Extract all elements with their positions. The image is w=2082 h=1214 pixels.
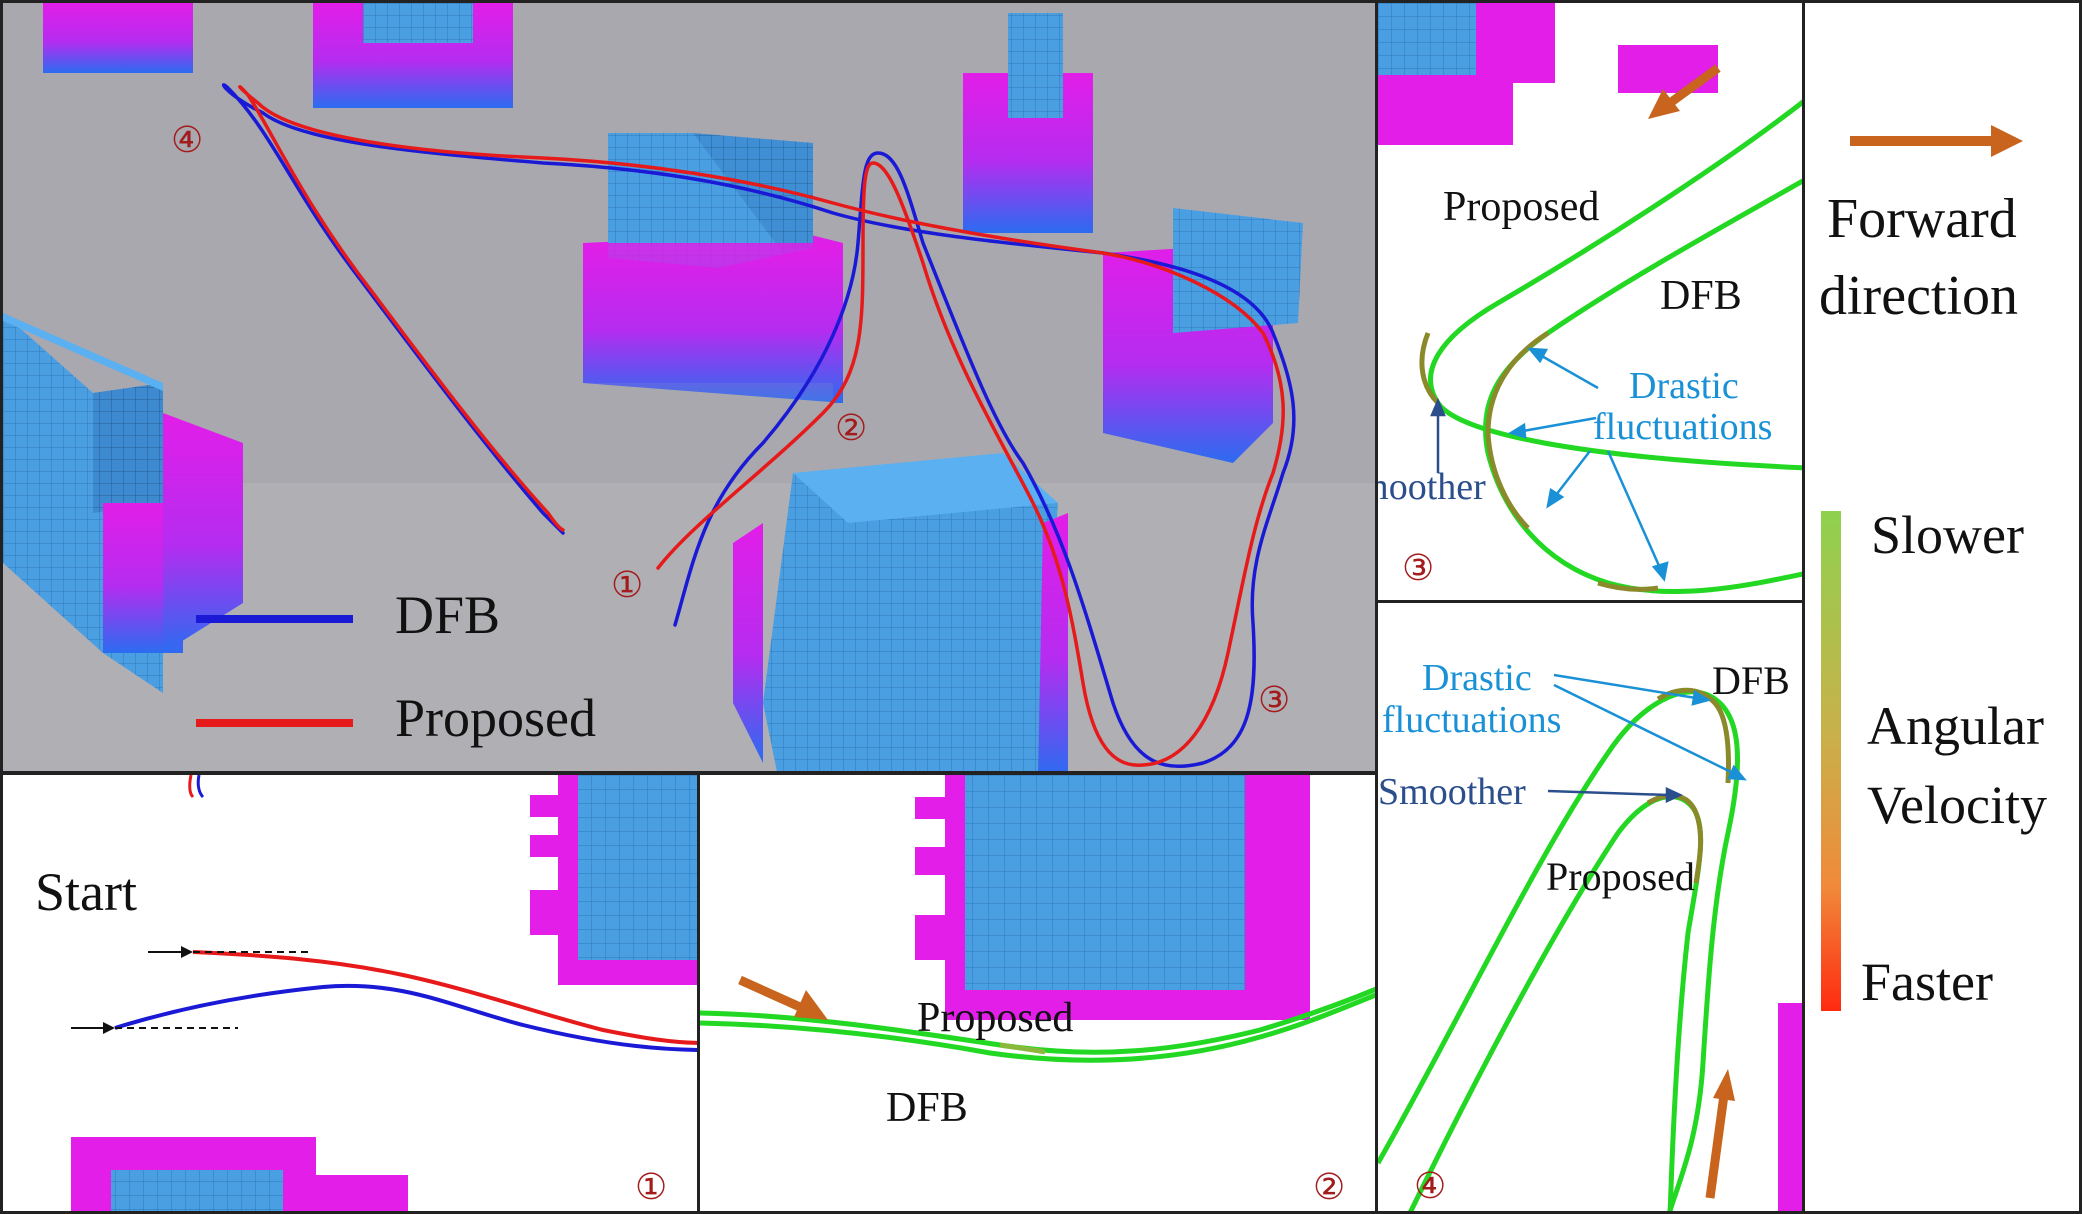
waypoint-marker-3: ③ bbox=[1258, 680, 1291, 721]
start-arrow-proposed bbox=[148, 946, 193, 958]
drastic-arrows-p3 bbox=[1507, 347, 1669, 582]
trajectories bbox=[221, 83, 1296, 769]
drastic-label-p4-line1: Drastic bbox=[1422, 657, 1532, 699]
proposed-path-p1 bbox=[192, 950, 697, 1045]
smoother-label-p4: Smoother bbox=[1378, 771, 1526, 813]
proposed-label-p4: Proposed bbox=[1546, 854, 1695, 899]
forward-arrow-p3 bbox=[1648, 64, 1721, 119]
panel-1-marker: ① bbox=[635, 1167, 668, 1208]
drastic-label-p4-line2: fluctuations bbox=[1382, 699, 1562, 741]
legend-label-proposed: Proposed bbox=[395, 688, 596, 748]
main-scene bbox=[3, 3, 1375, 771]
zoom-panel-3: Proposed DFB Drastic fluctuations Smooth… bbox=[1375, 0, 1805, 604]
proposed-path-p3 bbox=[1428, 99, 1802, 471]
zoom-panel-1: Start ① bbox=[0, 772, 700, 1214]
panel-1-scene bbox=[71, 775, 697, 1211]
zoom-panel-4: Drastic fluctuations DFB Smoother Propos… bbox=[1375, 600, 1805, 1214]
smoother-arrow-p3 bbox=[1430, 397, 1446, 473]
forward-arrow-p4 bbox=[1705, 1069, 1735, 1199]
panel-4-marker: ④ bbox=[1414, 1166, 1447, 1207]
panel-4-scene bbox=[1378, 673, 1802, 1211]
obstacle-p3 bbox=[1378, 3, 1718, 145]
legend-swatch-dfb bbox=[196, 615, 353, 623]
building-top-right bbox=[963, 13, 1093, 233]
smoother-label-p3: Smoother bbox=[1378, 466, 1486, 508]
forward-label-line2: direction bbox=[1819, 265, 2019, 327]
drastic-arrows-p4 bbox=[1553, 673, 1747, 781]
dfb-label-p4: DFB bbox=[1712, 658, 1790, 703]
legend-panel: Forward direction Slower Angular Velocit… bbox=[1802, 0, 2082, 1214]
panel-2-scene bbox=[700, 775, 1375, 1063]
obstacle-bottom bbox=[71, 1137, 408, 1211]
building-center bbox=[583, 133, 843, 403]
angular-velocity-colorbar bbox=[1821, 511, 1841, 1011]
angular-label-line1: Angular bbox=[1867, 696, 2044, 756]
panel-2-marker: ② bbox=[1313, 1167, 1346, 1208]
forward-arrow-p2 bbox=[738, 975, 828, 1020]
building-top-left bbox=[43, 3, 513, 108]
drastic-label-p3-line2: fluctuations bbox=[1593, 406, 1773, 448]
forward-arrow-legend bbox=[1850, 125, 2023, 157]
start-arrow-dfb bbox=[71, 1022, 115, 1034]
dfb-label-p3: DFB bbox=[1660, 273, 1742, 319]
smoother-arrow-p4 bbox=[1547, 787, 1683, 803]
dfb-path-p2 bbox=[700, 992, 1375, 1063]
proposed-label-p3: Proposed bbox=[1443, 184, 1600, 230]
legend-swatch-proposed bbox=[196, 719, 353, 727]
panel-3-scene bbox=[1378, 3, 1802, 595]
forward-label-line1: Forward bbox=[1827, 188, 2017, 250]
main-3d-view: ④ ② ① ③ DFB Proposed bbox=[0, 0, 1378, 774]
start-label: Start bbox=[35, 862, 137, 922]
obstacle-p2 bbox=[915, 775, 1310, 1020]
drastic-label-p3-line1: Drastic bbox=[1629, 365, 1739, 407]
proposed-label-p2: Proposed bbox=[917, 995, 1074, 1041]
panel-3-marker: ③ bbox=[1402, 548, 1435, 589]
zoom-panel-2: Proposed DFB ② bbox=[697, 772, 1378, 1214]
obstacle-top-right bbox=[530, 775, 697, 985]
proposed-trajectory bbox=[238, 85, 1285, 767]
waypoint-marker-4: ④ bbox=[171, 120, 204, 161]
proposed-path-p2 bbox=[700, 986, 1375, 1055]
faster-label: Faster bbox=[1861, 952, 1993, 1012]
obstacle-p4 bbox=[1778, 1003, 1802, 1211]
building-right bbox=[1103, 208, 1303, 463]
building-left bbox=[3, 313, 243, 693]
dfb-trajectory bbox=[221, 83, 1296, 769]
legend-label-dfb: DFB bbox=[395, 585, 501, 645]
angular-label-line2: Velocity bbox=[1867, 775, 2047, 835]
slower-label: Slower bbox=[1871, 505, 2024, 565]
waypoint-marker-2: ② bbox=[835, 408, 868, 449]
legend-scene bbox=[1821, 125, 2023, 1011]
dfb-path-p1 bbox=[114, 983, 697, 1052]
dfb-label-p2: DFB bbox=[886, 1085, 968, 1131]
waypoint-marker-1: ① bbox=[611, 565, 644, 606]
dfb-path-p4 bbox=[1378, 689, 1741, 1211]
